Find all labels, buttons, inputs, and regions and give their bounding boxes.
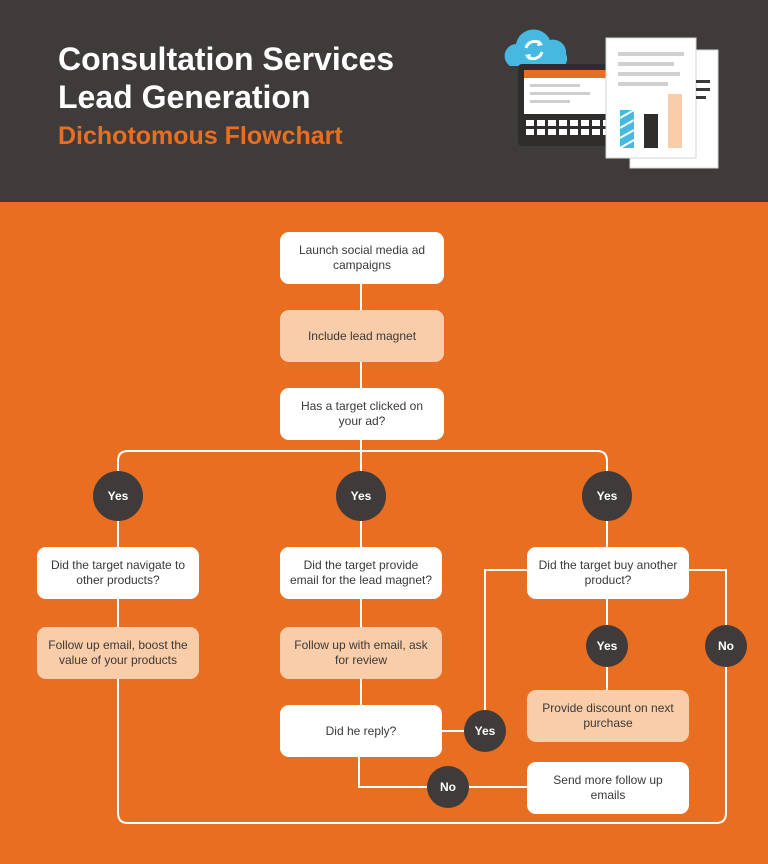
laptop-icon — [518, 64, 618, 146]
no-badge-reply: No — [427, 766, 469, 808]
header-illustration — [504, 29, 719, 169]
page-subtitle: Dichotomous Flowchart — [58, 122, 343, 150]
bar-chart-icon — [619, 94, 682, 149]
cloud-sync-icon — [504, 29, 568, 66]
node-send-more-emails: Send more follow up emails — [527, 762, 689, 814]
node-followup-boost: Follow up email, boost the value of your… — [37, 627, 199, 679]
report-document-icon — [605, 37, 719, 169]
node-did-he-reply: Did he reply? — [280, 705, 442, 757]
yes-badge-center: Yes — [336, 471, 386, 521]
header-banner: Consultation Services Lead Generation Di… — [0, 0, 768, 202]
yes-badge-reply: Yes — [464, 710, 506, 752]
node-target-clicked: Has a target clicked on your ad? — [280, 388, 444, 440]
page-title: Consultation Services Lead Generation — [58, 41, 395, 115]
node-buy-another: Did the target buy another product? — [527, 547, 689, 599]
flowchart: Launch social media ad campaigns Include… — [0, 202, 768, 864]
node-include-lead-magnet: Include lead magnet — [280, 310, 444, 362]
connector-lines — [117, 284, 727, 824]
node-provide-email: Did the target provide email for the lea… — [280, 547, 442, 599]
yes-badge-right: Yes — [582, 471, 632, 521]
node-followup-review: Follow up with email, ask for review — [280, 627, 442, 679]
node-provide-discount: Provide discount on next purchase — [527, 690, 689, 742]
node-launch-campaigns: Launch social media ad campaigns — [280, 232, 444, 284]
no-badge-right: No — [705, 625, 747, 667]
node-navigate-products: Did the target navigate to other product… — [37, 547, 199, 599]
yes-badge-left: Yes — [93, 471, 143, 521]
yes-badge-discount: Yes — [586, 625, 628, 667]
